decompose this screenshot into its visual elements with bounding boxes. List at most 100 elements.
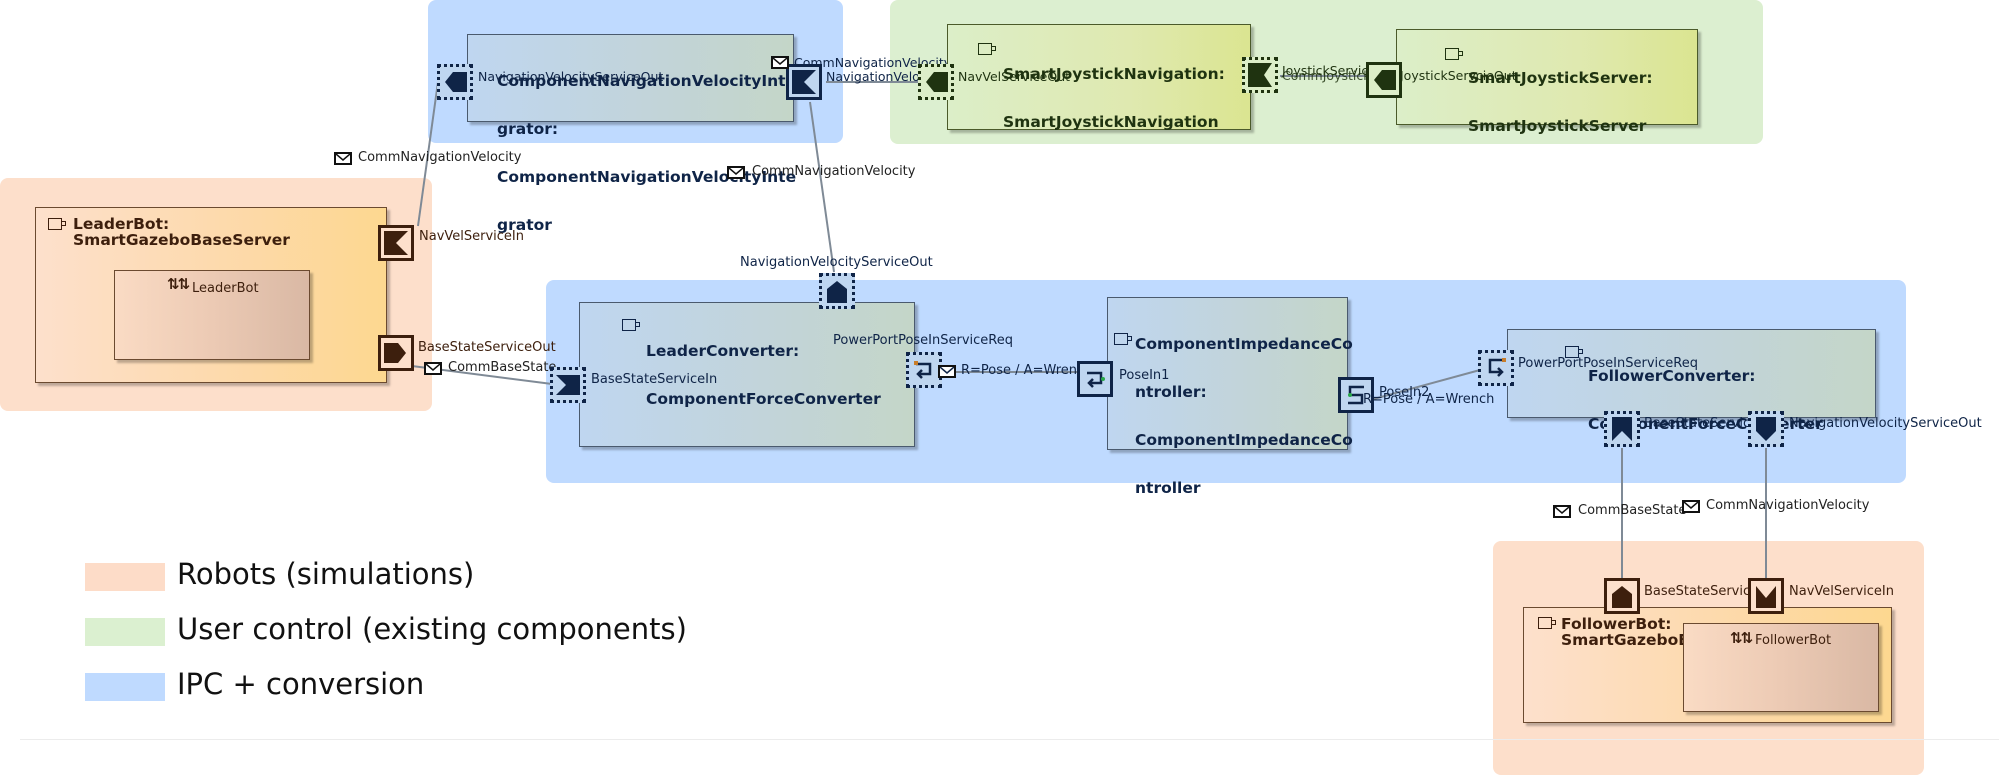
port-flag-down-icon (1756, 586, 1776, 608)
component-icon (1565, 346, 1583, 358)
message-icon (424, 362, 442, 375)
component-joystick-navigation-title: SmartJoystickNavigation: SmartJoystickNa… (1003, 65, 1225, 131)
connection-label-basestate-leader: CommBaseState (448, 360, 557, 375)
port-arrow-left-icon (926, 72, 948, 92)
port-flag-icon (384, 231, 408, 255)
component-icon (48, 218, 66, 230)
port-label-impedance-right: PoseIn2 (1379, 385, 1430, 400)
message-icon (1682, 500, 1700, 513)
message-icon (938, 365, 956, 378)
component-icon (1114, 333, 1132, 345)
legend-swatch-ipc (85, 673, 165, 701)
request-arrow-icon (1488, 358, 1506, 377)
port-label-follower-conv-base: BaseStateServiceOut (1644, 416, 1760, 431)
port-follower-conv-base-out[interactable] (1604, 411, 1640, 447)
port-label-joystick-nav-right: JoystickServiceIn (1282, 63, 1388, 78)
component-icon (1445, 48, 1463, 60)
connection-label-follower-nav: CommNavigationVelocity (1706, 498, 1870, 513)
port-label-follower-conv-nav: NavigationVelocityServiceOut (1789, 416, 1982, 431)
wire-pose2 (1369, 369, 1481, 401)
connection-label-pose2: R=Pose / A=Wrench (1363, 392, 1495, 407)
port-leader-conv-base-in[interactable] (550, 367, 586, 403)
inner-label-leader-bot: LeaderBot (192, 281, 259, 296)
message-icon (1553, 505, 1571, 518)
port-arrow-left-icon (445, 72, 467, 92)
wire-leader-nav (417, 81, 439, 227)
port-flag-icon (1248, 63, 1272, 87)
port-label-leader-conv-left: BaseStateServiceIn (591, 372, 718, 387)
port-leader-conv-nav-out[interactable] (819, 273, 855, 309)
component-leader-bot-inner[interactable]: ⇅⇅ LeaderBot (114, 270, 310, 360)
legend-swatch-robots (85, 563, 165, 591)
port-flag-icon (556, 375, 580, 395)
port-arrow-up-icon (827, 281, 847, 303)
connection-label-follower-base: CommBaseState (1578, 503, 1687, 518)
port-joystick-server-out[interactable] (1366, 62, 1402, 98)
connection-label-pose1: R=Pose / A=Wrench (961, 363, 1093, 378)
sliders-icon: ⇅⇅ (167, 275, 190, 293)
port-label-leader-conv-right: PowerPortPoseInServiceReq (833, 333, 1013, 348)
connection-label-leader-nav: CommNavigationVelocity (358, 150, 522, 165)
port-impedance-pose1[interactable] (1077, 361, 1113, 397)
port-arrow-left-icon (1374, 70, 1396, 90)
answer-arrow-icon (1087, 371, 1105, 388)
port-arrow-down-icon (1756, 417, 1776, 441)
component-follower-bot-inner[interactable]: ⇅⇅ FollowerBot (1683, 623, 1879, 712)
message-icon (771, 56, 789, 69)
wire-integrator-leaderconv (809, 101, 835, 273)
component-leader-converter[interactable]: LeaderConverter: ComponentForceConverter (579, 302, 915, 447)
port-label-joystick-server: JoystickServcieOut (1400, 68, 1517, 83)
port-label-follower-conv-left: PowerPortPoseInServiceReq (1518, 356, 1698, 371)
answer-arrow-icon (1348, 385, 1364, 405)
port-leader-conv-pose-req[interactable] (906, 352, 942, 388)
port-label-leader-base: BaseStateServiceOut (418, 340, 556, 355)
component-impedance-controller-title: ComponentImpedanceCo ntroller: Component… (1135, 335, 1353, 497)
message-icon (727, 166, 745, 179)
port-joystick-nav-out[interactable] (918, 64, 954, 100)
port-follower-base-in[interactable] (1604, 578, 1640, 614)
component-joystick-server[interactable]: SmartJoystickServer: SmartJoystickServer (1396, 29, 1698, 134)
legend-label-robots: Robots (simulations) (177, 557, 475, 591)
port-arrow-down-icon (1612, 417, 1632, 441)
component-impedance-controller[interactable]: ComponentImpedanceCo ntroller: Component… (1107, 297, 1353, 496)
port-impedance-pose2[interactable] (1338, 377, 1374, 413)
connection-label-integrator-leaderconv: CommNavigationVelocity (752, 164, 916, 179)
inner-label-follower-bot: FollowerBot (1755, 633, 1832, 648)
component-leader-converter-title: LeaderConverter: ComponentForceConverter (646, 342, 881, 408)
port-integrator-out[interactable] (786, 64, 822, 100)
message-icon (334, 152, 352, 165)
connection-label-integrator-joystick: CommNavigationVelocity (794, 55, 952, 70)
component-icon (622, 319, 640, 331)
port-label-impedance-left: PoseIn1 (1119, 368, 1170, 383)
port-label-follower-nav: NavVelServiceIn (1789, 584, 1894, 599)
port-follower-conv-pose-req[interactable] (1478, 350, 1514, 386)
component-joystick-navigation[interactable]: SmartJoystickNavigation: SmartJoystickNa… (947, 24, 1251, 130)
legend-swatch-user-control (85, 618, 165, 646)
port-arrow-right-icon (384, 343, 406, 363)
legend-label-ipc: IPC + conversion (177, 667, 425, 701)
port-follower-conv-nav-out[interactable] (1748, 411, 1784, 447)
component-icon (978, 43, 996, 55)
port-flag-icon (792, 70, 816, 94)
port-leader-nav-in[interactable] (378, 225, 414, 261)
component-follower-converter[interactable]: FollowerConverter: ComponentForceConvert… (1507, 329, 1876, 432)
port-label-leader-conv-top: NavigationVelocityServiceOut (740, 255, 933, 270)
page-divider (20, 739, 1999, 740)
port-label-follower-base: BaseStateServiceIn (1644, 584, 1760, 599)
component-integrator[interactable]: ComponentNavigationVelocityInte grator: … (467, 34, 796, 233)
port-label-integrator-left: NavigationVelocityServiceOut (478, 69, 664, 84)
port-joystick-nav-in[interactable] (1242, 57, 1278, 93)
component-integrator-title: ComponentNavigationVelocityInte grator: … (497, 72, 797, 234)
port-label-joystick-nav-left: NavVelServiceOut (958, 69, 1071, 84)
port-leader-base-out[interactable] (378, 335, 414, 371)
sliders-icon: ⇅⇅ (1730, 629, 1753, 647)
request-arrow-icon (914, 361, 932, 379)
component-icon (1538, 617, 1556, 629)
component-leader-bot-title: LeaderBot: SmartGazeboBaseServer (73, 215, 290, 249)
component-joystick-server-title: SmartJoystickServer: SmartJoystickServer (1468, 69, 1653, 135)
port-label-leader-nav: NavVelServiceIn (419, 229, 524, 244)
port-integrator-in[interactable] (437, 64, 473, 100)
port-follower-nav-in[interactable] (1748, 578, 1784, 614)
legend-label-user-control: User control (existing components) (177, 612, 687, 646)
